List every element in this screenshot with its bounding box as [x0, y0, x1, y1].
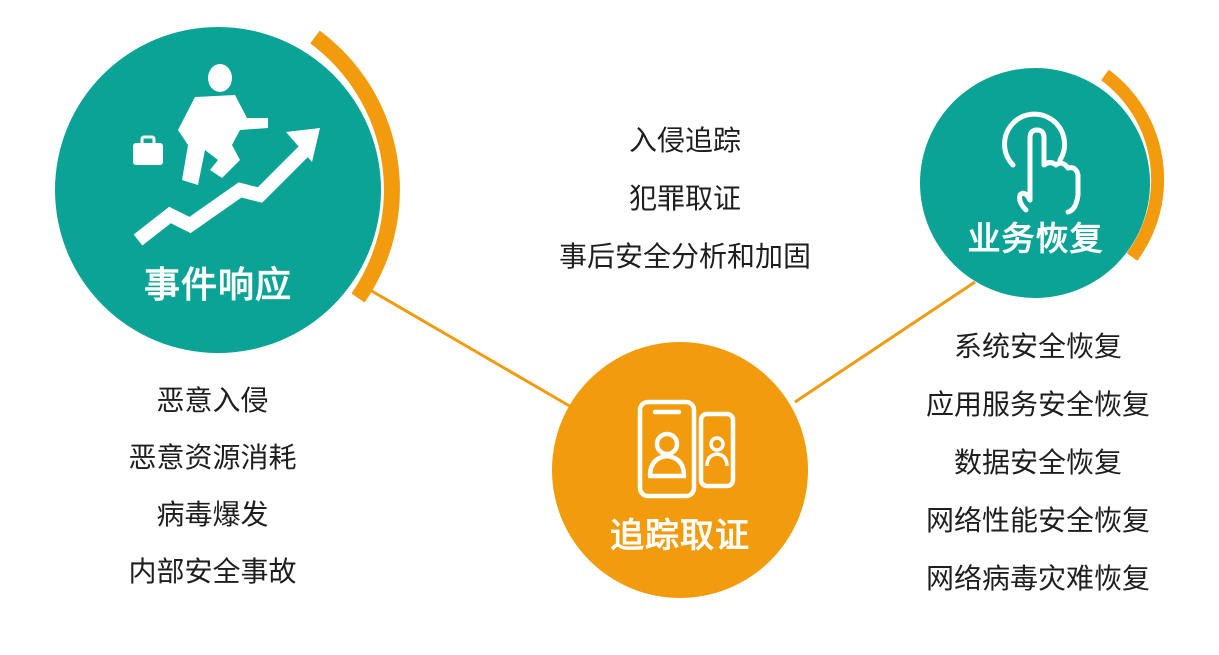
list-item: 事后安全分析和加固 — [558, 240, 811, 273]
list-item: 病毒爆发 — [156, 498, 269, 531]
list-item: 网络病毒灾难恢复 — [925, 562, 1150, 595]
list-item: 内部安全事故 — [128, 555, 297, 588]
list-item: 犯罪取证 — [628, 182, 741, 215]
business-recovery-circle — [920, 68, 1150, 298]
list-item: 系统安全恢复 — [953, 330, 1122, 363]
incident-response-node — [55, 27, 400, 353]
business-recovery-items: 系统安全恢复 应用服务安全恢复 数据安全恢复 网络性能安全恢复 网络病毒灾难恢复 — [893, 318, 1183, 608]
accent-arc — [310, 30, 400, 303]
list-item: 恶意资源消耗 — [128, 441, 297, 474]
trace-forensics-node — [552, 342, 808, 598]
incident-response-items: 恶意入侵 恶意资源消耗 病毒爆发 内部安全事故 — [100, 372, 325, 600]
list-item: 数据安全恢复 — [953, 446, 1122, 479]
trace-forensics-items: 入侵追踪 犯罪取证 事后安全分析和加固 — [525, 112, 845, 286]
accent-arc — [1101, 69, 1165, 261]
list-item: 网络性能安全恢复 — [925, 504, 1150, 537]
mobile-identity-icon — [637, 399, 736, 499]
touch-hand-icon — [1002, 111, 1081, 215]
business-recovery-node — [920, 68, 1165, 298]
list-item: 入侵追踪 — [628, 124, 741, 157]
incident-response-circle — [55, 27, 381, 353]
list-item: 恶意入侵 — [156, 384, 269, 417]
trace-forensics-label: 追踪取证 — [610, 516, 750, 556]
businessman-climbing-arrow-icon — [133, 64, 320, 246]
list-item: 应用服务安全恢复 — [925, 388, 1150, 421]
incident-response-label: 事件响应 — [143, 265, 292, 306]
business-recovery-label: 业务恢复 — [967, 219, 1104, 258]
connector-line-left — [369, 288, 574, 410]
connector-line-right — [794, 280, 976, 404]
